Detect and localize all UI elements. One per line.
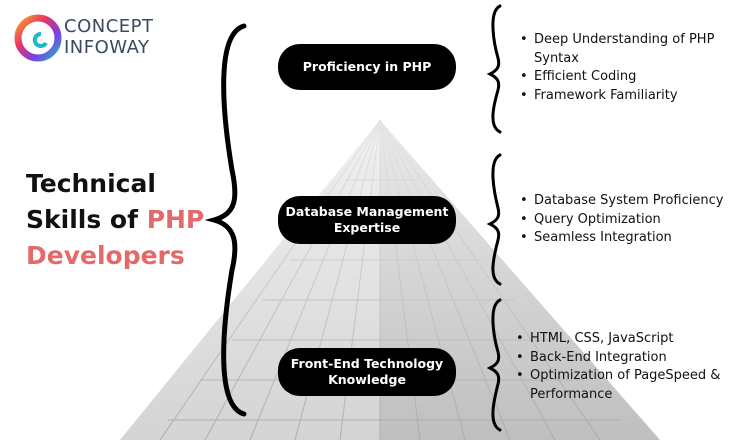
brace-3 <box>486 298 502 432</box>
title-line-1: Technical <box>26 169 156 198</box>
title-line-2: Skills of PHP <box>26 202 204 238</box>
concept-infoway-logo-icon <box>14 14 62 62</box>
skill-pill-php: Proficiency in PHP <box>278 44 456 90</box>
title-line-2-prefix: Skills of <box>26 205 147 234</box>
brand-line-2: INFOWAY <box>64 37 150 58</box>
list-item: Framework Familiarity <box>518 87 728 106</box>
skill-points-php: Deep Understanding of PHP Syntax Efficie… <box>518 31 728 105</box>
diagram-title: Technical Skills of PHP Developers <box>26 166 204 274</box>
list-item: Deep Understanding of PHP Syntax <box>518 31 728 68</box>
skill-points-frontend: HTML, CSS, JavaScript Back-End Integrati… <box>514 330 736 404</box>
list-item: Efficient Coding <box>518 68 728 87</box>
brace-1 <box>486 4 502 134</box>
title-line-3: Developers <box>26 241 185 270</box>
brand-name: CONCEPT INFOWAY <box>64 16 154 58</box>
title-accent: PHP <box>146 205 205 234</box>
brace-2 <box>486 153 502 286</box>
main-brace <box>204 23 247 417</box>
list-item: Query Optimization <box>518 211 738 230</box>
list-item: Database System Proficiency <box>518 192 738 211</box>
skill-points-database: Database System Proficiency Query Optimi… <box>518 192 738 248</box>
list-item: Optimization of PageSpeed & Performance <box>514 367 736 404</box>
skill-pill-frontend: Front-End Technology Knowledge <box>278 348 456 396</box>
skill-pill-database: Database Management Expertise <box>278 196 456 244</box>
brand-line-1: CONCEPT <box>64 16 154 37</box>
list-item: Seamless Integration <box>518 229 738 248</box>
list-item: Back-End Integration <box>514 349 736 368</box>
list-item: HTML, CSS, JavaScript <box>514 330 736 349</box>
